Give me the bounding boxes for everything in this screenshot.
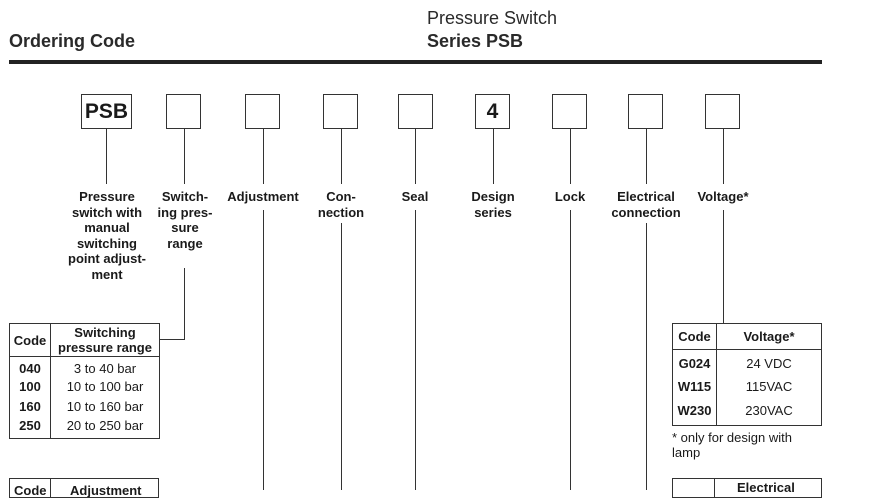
label-electrical-connection: Electrical connection xyxy=(611,189,681,220)
voltage-footnote: * only for design with lamp xyxy=(672,430,792,460)
connector-line xyxy=(570,129,571,184)
table-cell-code: 160 xyxy=(9,396,51,417)
code-box-electrical xyxy=(628,94,663,129)
table-cell-code: G024 xyxy=(672,349,717,375)
table-cell-code: W230 xyxy=(672,398,717,426)
table-cell-value: 10 to 160 bar xyxy=(66,399,144,414)
connector-line xyxy=(263,129,264,184)
table-divider xyxy=(50,479,51,497)
table-header: Electrical xyxy=(737,480,795,495)
code-box-adjustment xyxy=(245,94,280,129)
table-header: Adjustment xyxy=(70,483,142,498)
code-box-lock xyxy=(552,94,587,129)
table-cell-value: 115VAC xyxy=(745,379,793,394)
code-box-seal xyxy=(398,94,433,129)
label-switching-range: Switch- ing pres- sure range xyxy=(157,189,213,251)
table-divider xyxy=(714,479,715,497)
section-title: Ordering Code xyxy=(9,31,136,51)
table-cell-code: 250 xyxy=(9,416,51,439)
code-box-range xyxy=(166,94,201,129)
label-design-series: Design series xyxy=(471,189,515,220)
connector-line xyxy=(106,129,107,184)
table-header: Voltage* xyxy=(716,323,822,350)
label-seal: Seal xyxy=(401,189,429,204)
header-rule xyxy=(9,60,822,64)
code-box-voltage xyxy=(705,94,740,129)
connector-line xyxy=(646,129,647,184)
product-title: Pressure Switch xyxy=(427,8,558,28)
table-cell-code: 040 xyxy=(9,356,51,377)
table-header: Switching pressure range xyxy=(50,323,160,357)
connector-line xyxy=(184,129,185,184)
connector-line xyxy=(646,223,647,490)
table-cell-value: 20 to 250 bar xyxy=(66,418,144,434)
table-cell-code: 100 xyxy=(9,376,51,397)
label-voltage: Voltage* xyxy=(697,189,749,204)
table-cell-value: 3 to 40 bar xyxy=(73,360,137,376)
connector-line xyxy=(341,223,342,490)
electrical-table: Electrical xyxy=(672,478,822,498)
code-box-psb: PSB xyxy=(81,94,132,129)
table-header: Code xyxy=(14,483,47,498)
voltage-table: Code Voltage* G024 24 VDC W115 115VAC W2… xyxy=(672,323,822,426)
table-cell-value: 10 to 100 bar xyxy=(66,379,144,394)
connector-line xyxy=(184,268,185,340)
connector-line xyxy=(341,129,342,184)
label-adjustment: Adjustment xyxy=(227,189,299,204)
product-series: Series PSB xyxy=(427,31,524,51)
label-connection: Con- nection xyxy=(317,189,365,220)
table-cell-code: W115 xyxy=(672,374,717,399)
connector-line xyxy=(570,210,571,490)
adjustment-table: Code Adjustment xyxy=(9,478,159,498)
table-cell-value: 24 VDC xyxy=(746,355,792,371)
connector-line xyxy=(723,129,724,184)
connector-line xyxy=(263,210,264,490)
table-header: Code xyxy=(9,323,51,357)
code-box-connection xyxy=(323,94,358,129)
connector-line xyxy=(415,129,416,184)
connector-line xyxy=(415,210,416,490)
code-box-design-series: 4 xyxy=(475,94,510,129)
connector-line xyxy=(493,129,494,184)
connector-line xyxy=(159,339,185,340)
label-lock: Lock xyxy=(554,189,586,204)
label-pressure-switch: Pressure switch with manual switching po… xyxy=(68,189,146,282)
pressure-range-table: Code Switching pressure range 040 3 to 4… xyxy=(9,323,160,439)
table-header: Code xyxy=(672,323,717,350)
table-cell-value: 230VAC xyxy=(745,402,793,418)
connector-line xyxy=(723,210,724,324)
